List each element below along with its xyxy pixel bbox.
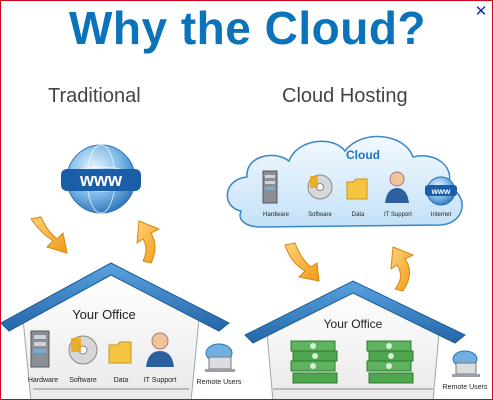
arrow-up-icon — [136, 220, 161, 264]
globe-icon: www — [61, 144, 141, 214]
close-icon[interactable]: ✕ — [474, 3, 488, 20]
internet-globe-icon: www — [425, 176, 457, 206]
money-stack-icon — [292, 372, 414, 384]
software-disc-icon — [68, 335, 98, 365]
arrow-up-icon-right — [390, 246, 415, 292]
cloud-item-data: Data — [352, 212, 365, 218]
cloud-item-hardware: Hardware — [263, 212, 290, 218]
office-label-right: Your Office — [324, 317, 383, 331]
cloud-item-software: Software — [308, 212, 332, 218]
remote-users-label-right: Remote Users — [443, 384, 488, 391]
it-support-person-icon-cloud — [385, 171, 409, 203]
item-label-data-left: Data — [114, 377, 129, 384]
cloud-item-it-support: IT Support — [384, 212, 412, 218]
traditional-heading: Traditional — [48, 85, 141, 107]
remote-users-laptop-icon-right — [452, 350, 480, 377]
server-icon-cloud — [262, 170, 278, 204]
software-disc-icon-cloud — [307, 174, 333, 200]
cloud-label: Cloud — [346, 148, 380, 162]
money-stack-icon — [366, 340, 414, 372]
arrow-down-icon-right — [284, 242, 320, 282]
it-support-person-icon — [146, 332, 174, 367]
data-folder-icon-cloud — [346, 178, 368, 200]
item-label-hardware-left: Hardware — [28, 377, 58, 384]
remote-users-label-left: Remote Users — [197, 379, 242, 386]
page-title: Why the Cloud? — [68, 2, 427, 54]
remote-users-laptop-icon — [205, 343, 235, 372]
data-folder-icon — [108, 341, 132, 364]
cloud-hosting-heading: Cloud Hosting — [282, 85, 408, 107]
globe-www-text-left: www — [79, 170, 123, 190]
office-label-left: Your Office — [72, 307, 136, 322]
arrow-down-icon — [30, 216, 68, 254]
item-label-it-support-left: IT Support — [144, 377, 177, 384]
globe-www-text-right: www — [431, 187, 451, 196]
server-icon — [30, 330, 50, 368]
money-stack-icon — [290, 340, 338, 372]
cloud-shape — [226, 135, 463, 228]
item-label-software-left: Software — [69, 377, 97, 384]
office-house-right: Your Office — [244, 280, 466, 399]
cloud-item-internet: Internet — [431, 212, 452, 218]
